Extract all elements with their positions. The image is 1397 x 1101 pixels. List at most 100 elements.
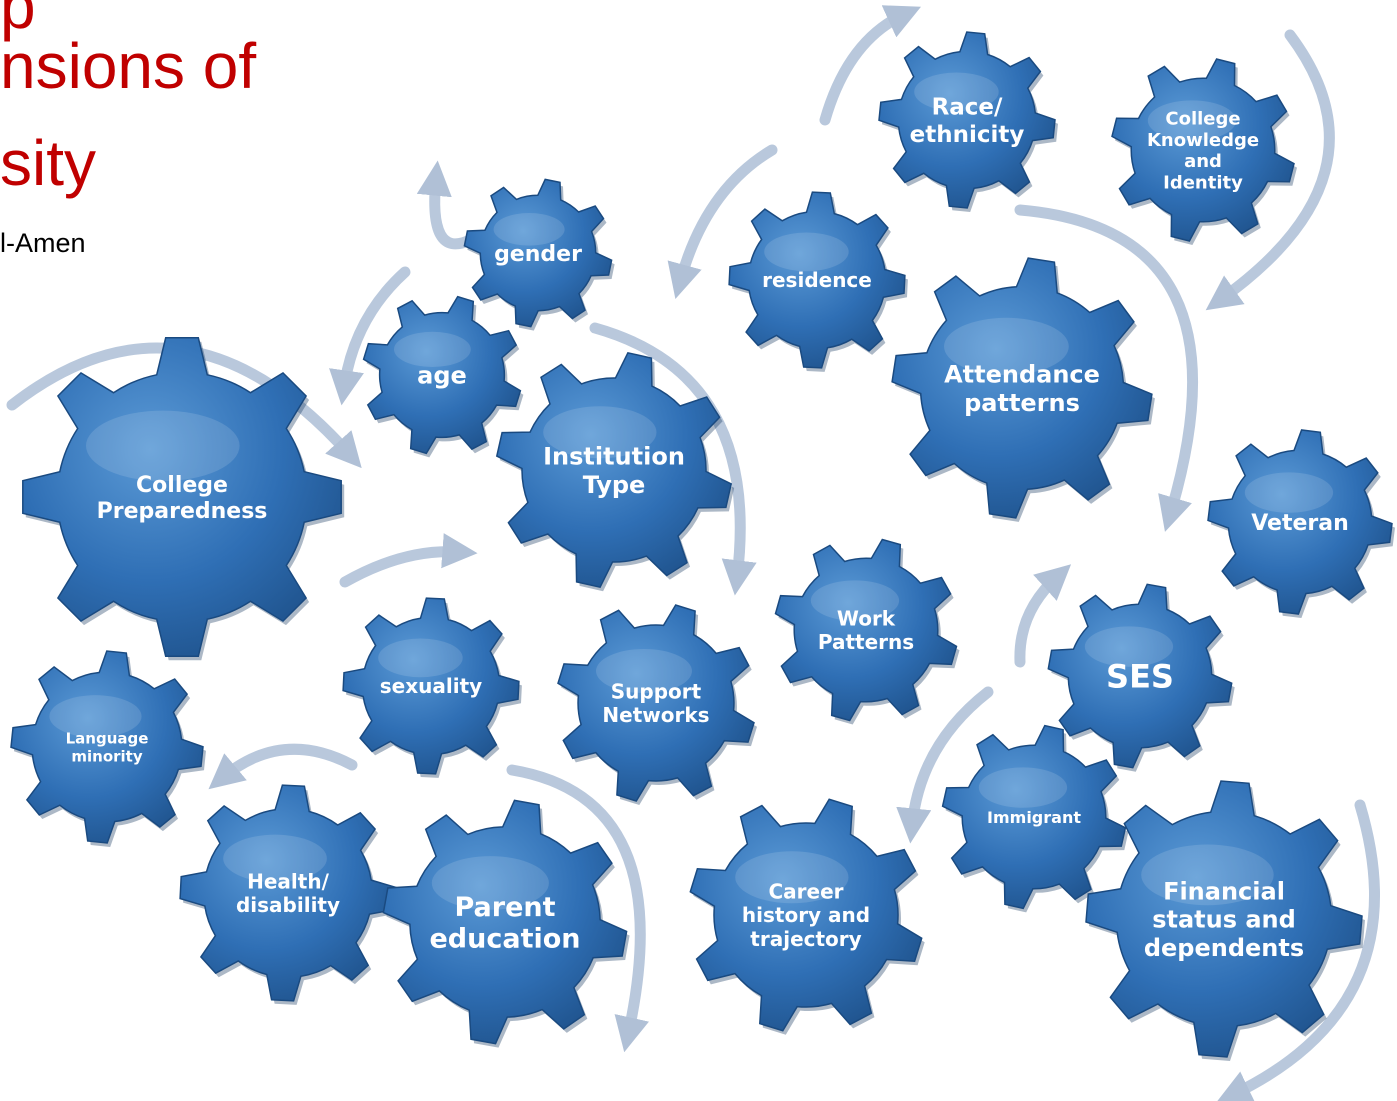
gear-label-line: dependents [1144, 934, 1304, 962]
gear-sexuality: sexuality [342, 597, 522, 778]
cycle-arrow-13 [506, 764, 649, 1053]
gear-label-line: and [1184, 151, 1222, 172]
gear-label-line: Veteran [1251, 511, 1349, 536]
gear-veteran: Veteran [1207, 429, 1395, 618]
gear-highlight [978, 767, 1068, 808]
gear-highlight [86, 410, 240, 481]
cycle-arrow-12 [208, 743, 358, 790]
gear-label-line: minority [71, 747, 142, 765]
gear-label-line: disability [236, 893, 340, 917]
gear-label-line: Preparedness [97, 499, 268, 524]
title-line-2: nsions of [0, 30, 257, 102]
gear-highlight [394, 331, 471, 367]
gear-body [10, 650, 204, 844]
title-line-1: p [0, 0, 36, 42]
gear-highlight [810, 580, 900, 621]
gear-gender: gender [463, 178, 615, 331]
gear-label-line: status and [1152, 906, 1296, 934]
gear-body [941, 724, 1127, 910]
gear-label-line: Financial [1163, 877, 1285, 905]
gear-body [728, 191, 906, 369]
gear-highlight [1141, 844, 1274, 906]
gear-label-line: Patterns [818, 630, 914, 654]
gear-residence: residence [728, 191, 908, 372]
gear-body [22, 337, 342, 657]
gear-highlight [431, 856, 549, 910]
gear-label-line: College [1165, 109, 1240, 130]
gear-race-ethnicity: Race/ethnicity [878, 31, 1058, 212]
gear-label-line: Career [768, 880, 843, 904]
cycle-arrow-2 [1205, 29, 1335, 311]
cycle-arrow-11 [896, 686, 994, 844]
gear-highlight [944, 317, 1069, 375]
gear-body [1047, 583, 1233, 769]
gear-label-line: trajectory [750, 927, 861, 951]
cycle-arrow-5 [416, 160, 476, 250]
gear-layer: Race/ethnicity CollegeKnowledgeandIdentit… [10, 31, 1395, 1061]
gear-label-line: Attendance [944, 360, 1100, 388]
gear-label-line: residence [762, 268, 872, 292]
gear-body [1085, 780, 1363, 1058]
gear-body [342, 597, 520, 775]
gear-highlight [1084, 626, 1174, 667]
gear-body [878, 31, 1056, 209]
gear-highlight [223, 834, 327, 883]
cycle-arrow-14 [1216, 799, 1380, 1101]
gear-label-line: gender [494, 242, 582, 267]
gear-ses: SES [1047, 583, 1235, 772]
cycle-arrow-3 [667, 144, 778, 299]
gear-health-disability: Health/disability [179, 784, 399, 1005]
gear-label-line: SES [1106, 658, 1174, 696]
gear-highlight [764, 232, 849, 272]
gear-age: age [362, 295, 524, 458]
gear-highlight [735, 851, 849, 904]
cycle-arrows [6, 5, 1380, 1101]
gear-label-line: Networks [602, 703, 709, 727]
gear-label-line: ethnicity [910, 122, 1025, 148]
cycle-arrow-10 [1014, 564, 1072, 668]
gear-label-line: sexuality [380, 674, 482, 698]
gear-body [362, 295, 522, 455]
cycle-arrow-1 [819, 5, 922, 126]
gear-body [557, 604, 755, 802]
gear-highlight [1244, 472, 1334, 513]
gear-label-line: Institution [543, 442, 685, 470]
gear-label-line: College [136, 473, 228, 498]
gear-label-line: Support [611, 679, 702, 703]
gear-highlight [49, 695, 142, 738]
subtitle-author: l-Amen [0, 228, 86, 258]
gear-body [463, 178, 613, 328]
gear-immigrant: Immigrant [941, 724, 1129, 913]
cycle-arrow-9 [339, 533, 478, 588]
gear-body [179, 784, 397, 1002]
gear-highlight [914, 72, 999, 112]
gear-body [891, 257, 1153, 519]
gear-body [774, 538, 958, 722]
gear-highlight [493, 213, 565, 246]
gear-label-line: Type [583, 471, 646, 499]
gear-label-line: age [417, 362, 467, 390]
gear-label-line: Work [837, 606, 896, 630]
gear-body [689, 798, 923, 1032]
cycle-arrow-6 [329, 266, 411, 406]
cycle-arrow-4 [1014, 204, 1199, 532]
gear-highlight [1147, 100, 1237, 141]
gear-label-line: Race/ [932, 95, 1003, 121]
gear-body [1207, 429, 1393, 615]
gear-label-line: Knowledge [1147, 130, 1259, 151]
gear-label-line: Parent [454, 892, 555, 923]
gear-body [1111, 58, 1295, 242]
title-line-3: sity [0, 127, 96, 199]
gear-highlight [378, 638, 463, 678]
gear-body [495, 351, 733, 589]
